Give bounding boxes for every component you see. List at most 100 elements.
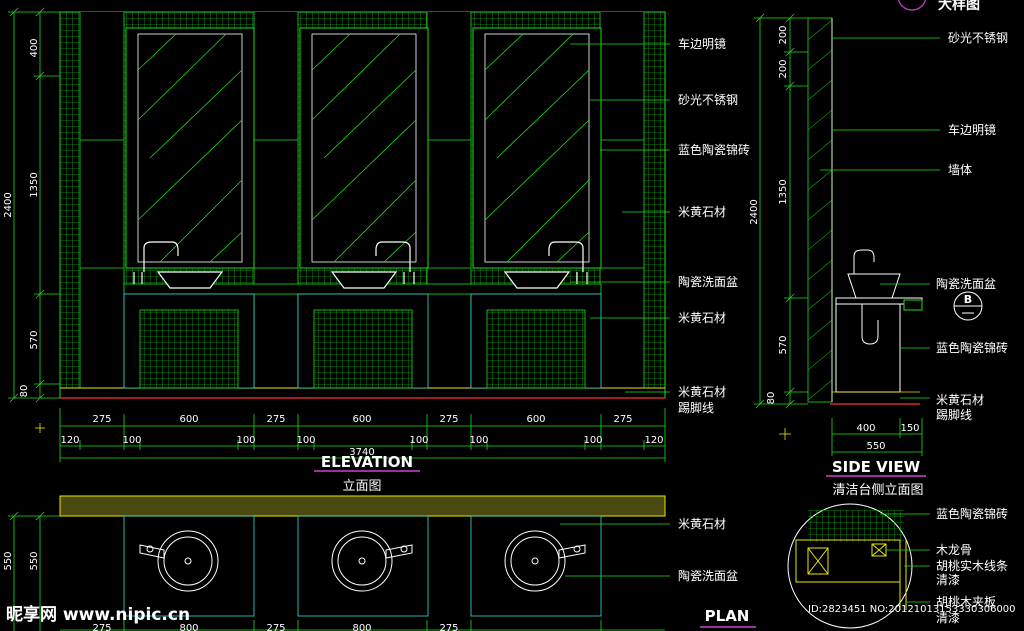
side-dim-550: 550 [866, 441, 885, 452]
side-dim-570: 570 [778, 335, 789, 354]
elevation-dim-2400: 2400 [3, 192, 14, 217]
callout-b: B [953, 291, 983, 321]
elev-dim-100-d: 100 [409, 435, 428, 446]
elevation-dim-80: 80 [19, 385, 30, 398]
plan-dim-275-b: 275 [266, 623, 285, 631]
elevation-subtitle: 立面图 [342, 479, 381, 494]
detail-label-mosaic: 蓝色陶瓷锦砖 [936, 506, 1008, 521]
plan-dim-800-a: 800 [179, 623, 198, 631]
elev-dim-100-b: 100 [236, 435, 255, 446]
plan-view: 550 550 275 800 275 800 275 米黄石材 陶瓷洗面盆 P… [3, 495, 756, 631]
elev-dim-275-c: 275 [439, 414, 458, 425]
elev-dim-100-f: 100 [583, 435, 602, 446]
plan-leaders [560, 523, 670, 577]
plan-dim-550-b: 550 [3, 551, 14, 570]
side-view-subtitle: 清洁台侧立面图 [832, 483, 923, 498]
mirror-2 [299, 27, 429, 269]
side-label-baseboard: 踢脚线 [936, 407, 972, 422]
plan-basin-2 [331, 530, 413, 592]
elev-label-basin: 陶瓷洗面盆 [678, 274, 738, 289]
side-vanity [835, 249, 923, 393]
elev-dim-275-d: 275 [613, 414, 632, 425]
elev-dim-120-b: 120 [644, 435, 663, 446]
side-label-stone: 米黄石材 [936, 393, 984, 407]
watermark: 昵享网 www.nipic.cn ID:2823451 NO:201210131… [6, 604, 1016, 625]
plan-dim-800-b: 800 [352, 623, 371, 631]
elevation-view: 400 1350 570 80 2400 275 600 275 600 275… [3, 7, 750, 494]
watermark-logo: 昵享网 www.nipic.cn [6, 604, 190, 625]
elev-label-baseboard: 踢脚线 [678, 400, 714, 415]
side-horizontal-dims [831, 418, 923, 456]
side-label-basin: 陶瓷洗面盆 [936, 276, 996, 291]
side-wall [807, 17, 833, 403]
elev-label-stone-2: 米黄石材 [678, 311, 726, 325]
plan-dim-275-c: 275 [439, 623, 458, 631]
plan-countertop [59, 495, 666, 517]
elev-dim-600-a: 600 [179, 414, 198, 425]
plan-horizontal-dims [60, 620, 665, 631]
elevation-title: ELEVATION [321, 453, 413, 471]
plan-label-stone: 米黄石材 [678, 517, 726, 531]
side-label-steel: 砂光不锈钢 [948, 31, 1008, 45]
plan-title: PLAN [705, 607, 750, 625]
elevation-dim-570: 570 [29, 330, 40, 349]
elev-label-stone-1: 米黄石材 [678, 205, 726, 219]
elevation-leaders [570, 43, 670, 393]
plan-label-basin: 陶瓷洗面盆 [678, 568, 738, 583]
elev-dim-275-a: 275 [92, 414, 111, 425]
elev-dim-3740: 3740 [349, 447, 374, 458]
elev-label-steel: 砂光不锈钢 [678, 93, 738, 107]
side-dim-2400: 2400 [749, 199, 760, 224]
plan-dim-275-a: 275 [92, 623, 111, 631]
side-dim-80: 80 [766, 392, 777, 405]
side-label-mirror: 车边明镜 [948, 122, 996, 137]
elev-dim-600-c: 600 [526, 414, 545, 425]
elev-dim-100-a: 100 [122, 435, 141, 446]
plan-dim-550-a: 550 [29, 551, 40, 570]
plan-vertical-dims [8, 511, 60, 631]
mirror-1 [125, 27, 255, 269]
plan-basin-3 [504, 530, 586, 592]
elev-label-stone-3: 米黄石材 [678, 385, 726, 399]
elev-dim-100-e: 100 [469, 435, 488, 446]
side-label-wall: 墙体 [948, 163, 972, 177]
side-dim-1350: 1350 [778, 179, 789, 204]
detail-leaders [880, 513, 930, 603]
side-dim-200-a: 200 [778, 25, 789, 44]
side-leaders [820, 37, 940, 399]
detail-label-keel: 木龙骨 [936, 543, 972, 557]
side-view: 大样图 [749, 0, 1008, 498]
elev-dim-600-b: 600 [352, 414, 371, 425]
side-view-title: SIDE VIEW [832, 458, 921, 476]
elev-dim-275-b: 275 [266, 414, 285, 425]
side-dim-150: 150 [900, 423, 919, 434]
basin-3 [503, 241, 588, 289]
origin-cross-1 [35, 423, 45, 433]
origin-cross-2 [779, 428, 791, 440]
plan-basin-1 [139, 530, 219, 592]
elev-dim-120-a: 120 [60, 435, 79, 446]
detail-label-varnish-1: 清漆 [936, 573, 960, 587]
mirror-3 [472, 27, 602, 269]
side-header: 大样图 [938, 0, 980, 13]
vanity-cabinets [123, 293, 602, 389]
side-vertical-dims [754, 13, 808, 409]
elev-label-mirror: 车边明镜 [678, 36, 726, 51]
elevation-vertical-dims [8, 7, 60, 403]
elev-dim-100-c: 100 [296, 435, 315, 446]
basin-1 [133, 241, 224, 289]
detail-b: 蓝色陶瓷锦砖 木龙骨 胡桃实木线条 清漆 胡桃木夹板 清漆 [787, 503, 1008, 629]
callout-b-letter: B [964, 293, 972, 306]
elevation-dim-1350: 1350 [29, 172, 40, 197]
side-dim-200-b: 200 [778, 59, 789, 78]
elevation-horizontal-dims [59, 408, 666, 462]
elevation-dim-400: 400 [29, 38, 40, 57]
elev-label-mosaic: 蓝色陶瓷锦砖 [678, 142, 750, 157]
detail-label-walnut-ply: 胡桃木夹板 [936, 594, 996, 609]
side-label-mosaic: 蓝色陶瓷锦砖 [936, 340, 1008, 355]
detail-label-varnish-2: 清漆 [936, 611, 960, 625]
detail-label-walnut-strip: 胡桃实木线条 [936, 558, 1008, 573]
basin-2 [330, 241, 415, 289]
side-dim-400: 400 [856, 423, 875, 434]
